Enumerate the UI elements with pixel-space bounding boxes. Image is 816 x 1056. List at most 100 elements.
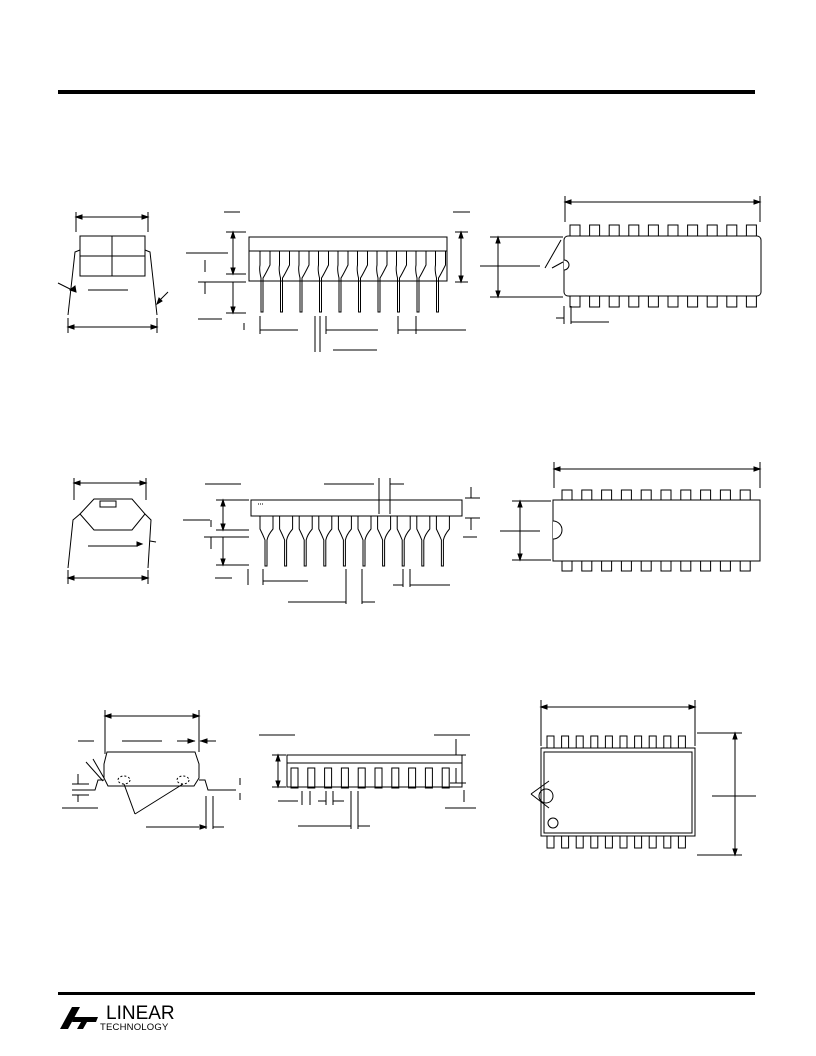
soic-top-view xyxy=(530,700,756,857)
pin xyxy=(706,224,718,237)
lead xyxy=(279,515,294,567)
pin xyxy=(546,835,555,849)
pin xyxy=(628,295,640,308)
lead xyxy=(357,515,372,567)
lead xyxy=(337,515,352,567)
pin xyxy=(634,735,643,749)
pin xyxy=(601,489,613,501)
logo-secondary-text: TECHNOLOGY xyxy=(100,1022,169,1033)
pin xyxy=(726,295,738,308)
ceramic-dip-top-pins xyxy=(569,224,757,308)
pin xyxy=(687,295,699,308)
lt-logo-icon xyxy=(60,1007,98,1029)
soic-side-view xyxy=(259,734,476,829)
lead xyxy=(435,515,450,567)
pin xyxy=(680,489,692,501)
lead xyxy=(441,767,450,789)
pin xyxy=(667,224,679,237)
plastic-dip-side-view xyxy=(183,478,480,604)
soic-end-view xyxy=(62,710,241,830)
ceramic-dip-top-view xyxy=(480,196,762,324)
lead xyxy=(357,767,366,789)
lead xyxy=(395,250,407,313)
pin xyxy=(608,295,620,308)
lead xyxy=(278,250,290,313)
pin xyxy=(561,835,570,849)
lead xyxy=(298,515,313,567)
lead xyxy=(259,515,274,567)
ceramic-dip-side-view xyxy=(186,211,470,352)
pin xyxy=(589,224,601,237)
pin xyxy=(647,224,659,237)
lead xyxy=(318,515,333,567)
lead xyxy=(408,767,417,789)
logo-primary-text: LINEAR xyxy=(106,1003,175,1024)
pin xyxy=(667,295,679,308)
pin xyxy=(647,295,659,308)
plastic-dip-end-view xyxy=(66,478,157,584)
pin xyxy=(687,224,699,237)
lead xyxy=(396,515,411,567)
lead xyxy=(415,250,427,313)
ceramic-dip-end-view xyxy=(57,212,169,333)
lead xyxy=(298,250,310,313)
lead xyxy=(340,767,349,789)
lead xyxy=(337,250,349,313)
lead xyxy=(377,515,392,567)
lead xyxy=(391,767,400,789)
pin xyxy=(677,735,686,749)
lead xyxy=(290,767,299,789)
linear-technology-logo: LINEAR TECHNOLOGY xyxy=(58,1003,238,1043)
plastic-dip-top-pins xyxy=(561,489,751,572)
bottom-rule xyxy=(58,992,755,995)
pin xyxy=(745,295,757,308)
pin xyxy=(634,835,643,849)
pin xyxy=(640,489,652,501)
pin xyxy=(648,835,657,849)
pin xyxy=(628,224,640,237)
lead xyxy=(356,250,368,313)
plastic-dip-side-leads xyxy=(259,515,450,567)
lead xyxy=(416,515,431,567)
pin xyxy=(619,735,628,749)
pin xyxy=(619,835,628,849)
pin xyxy=(680,560,692,572)
lead xyxy=(317,250,329,313)
pin xyxy=(569,224,581,237)
pin xyxy=(561,489,573,501)
pin xyxy=(569,295,581,308)
pin xyxy=(745,224,757,237)
pin xyxy=(608,224,620,237)
lead xyxy=(434,250,446,313)
lead xyxy=(376,250,388,313)
lead xyxy=(374,767,383,789)
pin xyxy=(663,735,672,749)
lead xyxy=(324,767,333,789)
ceramic-dip-side-leads xyxy=(259,250,446,313)
pin xyxy=(739,489,751,501)
pin xyxy=(620,489,632,501)
pin xyxy=(604,735,613,749)
pin xyxy=(700,560,712,572)
pin xyxy=(604,835,613,849)
pin xyxy=(719,489,731,501)
pin xyxy=(589,295,601,308)
pin xyxy=(739,560,751,572)
pin xyxy=(648,735,657,749)
pin xyxy=(561,735,570,749)
pin xyxy=(590,735,599,749)
pin xyxy=(706,295,718,308)
pin xyxy=(581,489,593,501)
pin xyxy=(677,835,686,849)
pin xyxy=(575,735,584,749)
top-rule xyxy=(58,90,755,94)
soic-top-pins xyxy=(546,735,686,849)
pin xyxy=(719,560,731,572)
lead xyxy=(307,767,316,789)
pin xyxy=(640,560,652,572)
pin xyxy=(575,835,584,849)
lead xyxy=(259,250,271,313)
pin xyxy=(660,560,672,572)
pin xyxy=(620,560,632,572)
